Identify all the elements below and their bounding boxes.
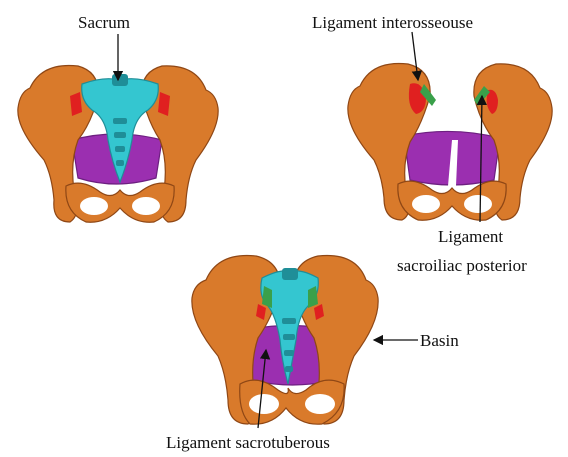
label-ligament-interosseous: Ligament interosseouse: [312, 14, 473, 31]
sacral-segment: [114, 132, 126, 138]
sacral-segment: [282, 318, 296, 324]
obturator-foramen-left: [249, 394, 279, 414]
label-basin: Basin: [420, 332, 459, 349]
obturator-foramen-right: [464, 195, 492, 213]
sacral-segment: [285, 366, 293, 372]
interosseous-ligament-left: [70, 92, 82, 116]
pelvis-with-sacrum: [18, 34, 218, 222]
sacral-process: [112, 74, 128, 86]
sacral-segment: [116, 160, 124, 166]
sacral-segment: [284, 350, 294, 356]
sacral-segment: [115, 146, 125, 152]
label-ligament-sacrotuberous: Ligament sacrotuberous: [166, 434, 330, 451]
obturator-foramen-right: [132, 197, 160, 215]
obturator-foramen-left: [412, 195, 440, 213]
sacral-process: [282, 268, 298, 280]
pelvis-full-assembly: [192, 256, 418, 429]
interosseous-ligament-right: [158, 92, 170, 116]
label-ligament-sacroiliac-posterior-line2: sacroiliac posterior: [397, 257, 527, 274]
label-sacrum: Sacrum: [78, 14, 130, 31]
label-ligament-sacroiliac-posterior-line1: Ligament: [438, 228, 503, 245]
obturator-foramen-right: [305, 394, 335, 414]
pelvis-without-sacrum: [348, 32, 552, 222]
sacral-segment: [113, 118, 127, 124]
obturator-foramen-left: [80, 197, 108, 215]
sacral-segment: [283, 334, 295, 340]
